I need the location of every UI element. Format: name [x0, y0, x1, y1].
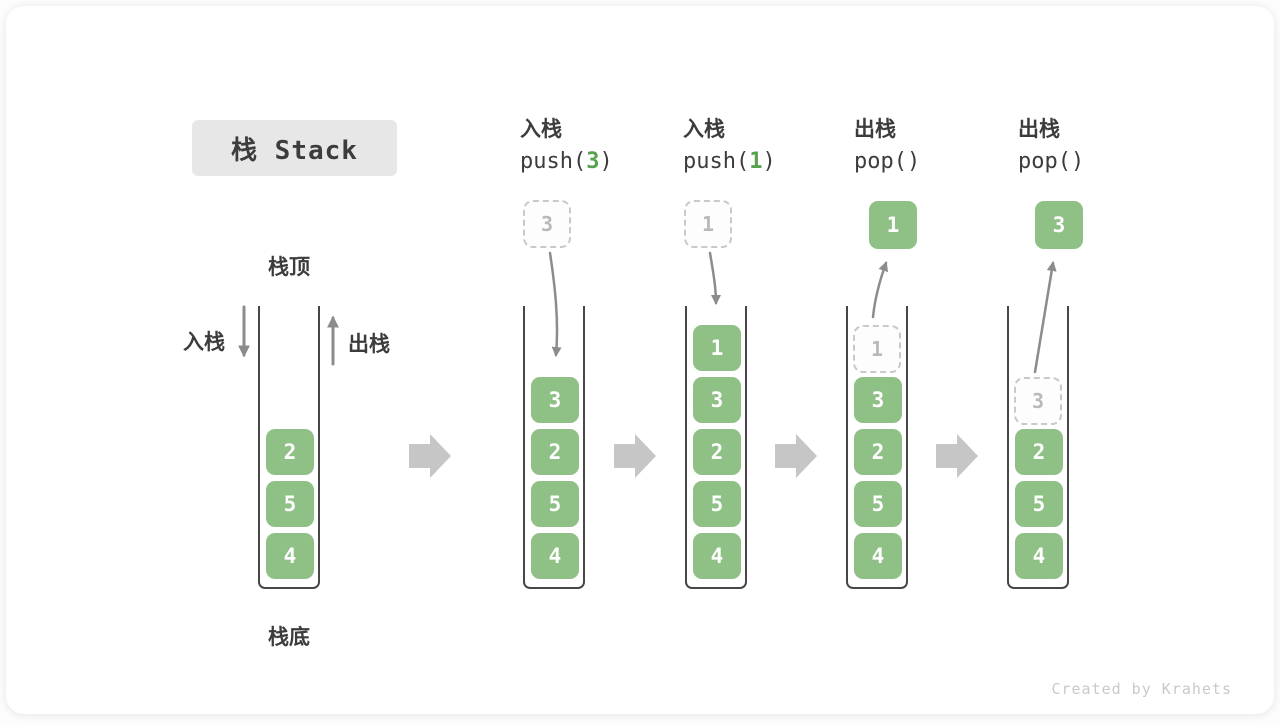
stack-item-box: 5	[266, 481, 314, 527]
stack-container-after-push3: 3 2 5 4	[523, 306, 585, 589]
op-header-push1: 入栈 push(1)	[683, 112, 833, 178]
title-badge: 栈 Stack	[192, 120, 397, 176]
op-label: 出栈	[854, 117, 896, 141]
op-code: push(1)	[683, 149, 776, 174]
stack-item-box: 4	[693, 533, 741, 579]
step-arrow-icon	[775, 434, 817, 478]
pending-value-box: 3	[523, 200, 571, 248]
pending-value-box: 1	[684, 200, 732, 248]
popped-value-box: 3	[1035, 201, 1083, 249]
popped-value-box: 1	[869, 201, 917, 249]
stack-item-box: 2	[531, 429, 579, 475]
stack-top-label: 栈顶	[268, 255, 310, 279]
step-arrow-icon	[614, 434, 656, 478]
stack-item-box: 4	[266, 533, 314, 579]
push1-flow-arrow	[708, 251, 721, 305]
op-header-push3: 入栈 push(3)	[520, 112, 670, 178]
stack-item-box: 5	[531, 481, 579, 527]
stack-item-box: 1	[693, 325, 741, 371]
step-arrow-icon	[409, 434, 451, 478]
stack-item-box: 4	[1015, 533, 1063, 579]
watermark: Created by Krahets	[1051, 680, 1232, 698]
op-header-pop3: 出栈 pop()	[1018, 112, 1168, 178]
stack-bottom-label: 栈底	[268, 625, 310, 649]
stack-item-box: 2	[854, 429, 902, 475]
stack-item-box: 5	[854, 481, 902, 527]
stack-item-box: 3	[693, 377, 741, 423]
stack-item-box: 2	[1015, 429, 1063, 475]
stack-item-box: 3	[854, 377, 902, 423]
stack-item-box: 4	[531, 533, 579, 579]
title-text: 栈 Stack	[231, 135, 358, 166]
pop-side-label: 出栈	[348, 332, 390, 356]
diagram-card: 栈 Stack 栈顶 栈底 入栈 出栈 入栈 push(3) 入栈 push(1…	[6, 6, 1274, 714]
stack-item-box: 2	[266, 429, 314, 475]
stack-item-box: 2	[693, 429, 741, 475]
op-label: 出栈	[1018, 117, 1060, 141]
ghost-item-box: 3	[1014, 377, 1062, 425]
push-side-label: 入栈	[183, 330, 225, 354]
op-label: 入栈	[683, 117, 725, 141]
op-code: push(3)	[520, 149, 613, 174]
stack-item-box: 5	[1015, 481, 1063, 527]
stack-container-after-push1: 1 3 2 5 4	[685, 306, 747, 589]
op-code: pop()	[1018, 149, 1085, 174]
stack-item-box: 5	[693, 481, 741, 527]
op-code: pop()	[854, 149, 921, 174]
stack-item-box: 4	[854, 533, 902, 579]
step-arrow-icon	[936, 434, 978, 478]
op-header-pop1: 出栈 pop()	[854, 112, 1004, 178]
ghost-item-box: 1	[853, 325, 901, 373]
op-label: 入栈	[520, 117, 562, 141]
stack-item-box: 3	[531, 377, 579, 423]
stack-container-initial: 2 5 4	[258, 306, 320, 589]
